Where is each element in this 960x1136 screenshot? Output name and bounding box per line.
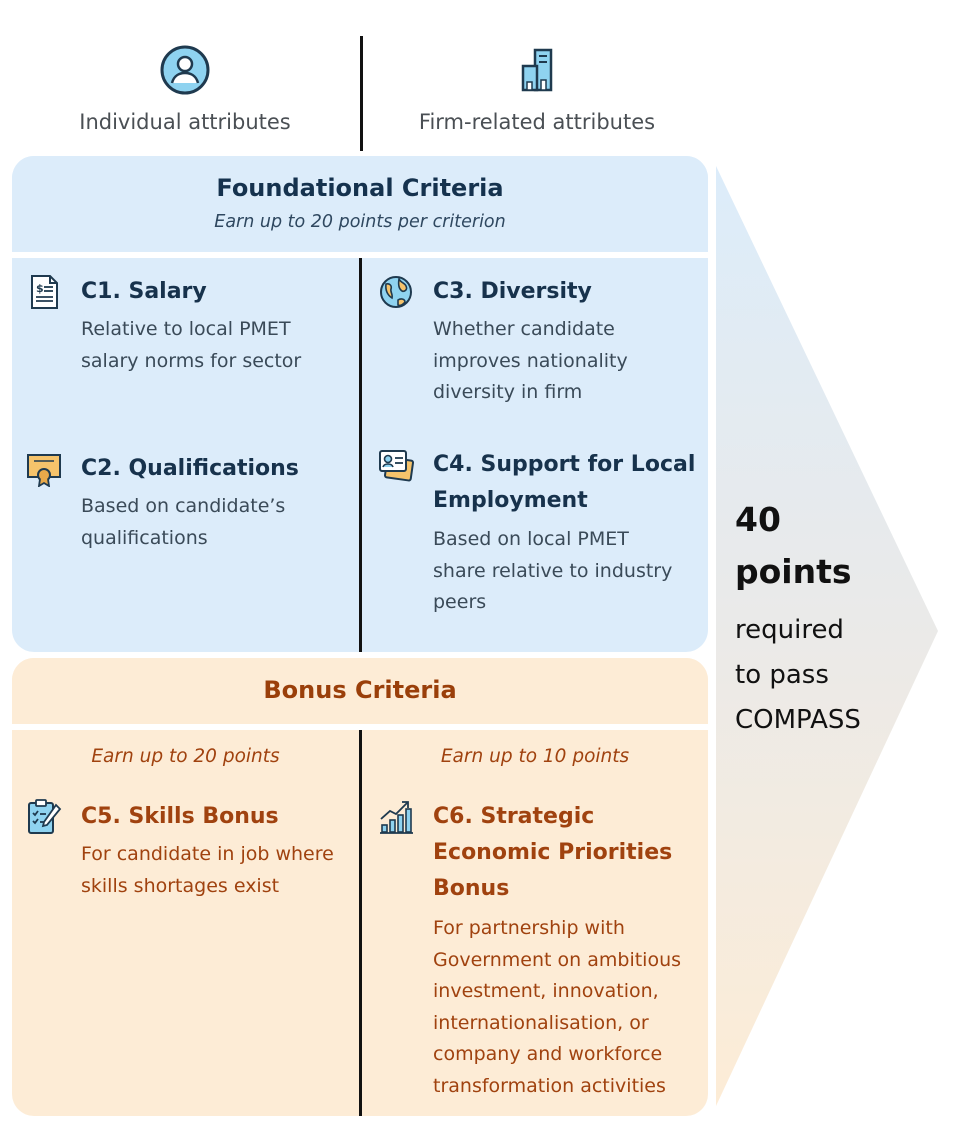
firm-attributes-label: Firm-related attributes <box>418 110 656 134</box>
salary-document-icon: $ <box>31 275 58 309</box>
criterion-c6: C6. Strategic Economic Priorities Bonus … <box>378 799 703 1104</box>
bonus-title: Bonus Criteria <box>263 676 457 704</box>
foundational-column-divider <box>359 258 362 652</box>
firm-attributes-header: Firm-related attributes <box>362 0 712 150</box>
criterion-c2: C2. Qualifications Based on candidate’s … <box>26 451 346 571</box>
c6-desc-line: company and workforce <box>433 1043 663 1065</box>
criterion-c5: C5. Skills Bonus For candidate in job wh… <box>26 799 351 919</box>
c6-title-line: Bonus <box>433 876 510 901</box>
foundational-subtitle: Earn up to 20 points per criterion <box>214 212 506 232</box>
c5-desc-line: skills shortages exist <box>81 874 280 897</box>
c6-desc-line: For partnership with <box>433 917 625 939</box>
c2-description: Based on candidate’s qualifications <box>81 491 285 554</box>
c1-title: C1. Salary <box>81 279 207 304</box>
pass-points-number: 40 <box>735 500 781 539</box>
checklist-icon <box>28 799 62 834</box>
bonus-column-divider <box>359 730 362 1116</box>
c6-earn-note: Earn up to 10 points <box>440 746 630 767</box>
c3-title: C3. Diversity <box>433 279 592 304</box>
c5-title: C5. Skills Bonus <box>81 804 279 829</box>
c2-desc-line: Based on candidate’s <box>81 495 286 517</box>
c3-desc-line: Whether candidate <box>433 318 615 340</box>
c6-desc-line: internationalisation, or <box>433 1011 649 1034</box>
c4-desc-line: peers <box>433 591 487 613</box>
svg-text:$: $ <box>36 282 44 295</box>
individual-attributes-label: Individual attributes <box>79 110 291 134</box>
c3-desc-line: diversity in firm <box>433 381 583 403</box>
c6-desc-line: transformation activities <box>433 1074 666 1097</box>
c6-title-line: Economic Priorities <box>433 840 673 865</box>
individual-attributes-header: Individual attributes <box>10 0 360 150</box>
header-divider <box>360 36 363 151</box>
c6-title-line: C6. Strategic <box>433 804 595 829</box>
c5-description: For candidate in job where skills shorta… <box>81 839 334 902</box>
c2-title: C2. Qualifications <box>81 456 299 481</box>
bonus-criteria-panel: Bonus Criteria Earn up to 20 points Earn… <box>12 658 708 1116</box>
c4-title-line: C4. Support for Local <box>433 452 696 477</box>
c1-description: Relative to local PMET salary norms for … <box>81 314 301 377</box>
c4-desc-line: share relative to industry <box>433 559 673 582</box>
person-icon <box>160 45 210 95</box>
pass-points-unit: points <box>735 552 852 591</box>
c6-title: C6. Strategic Economic Priorities Bonus <box>433 799 672 907</box>
growth-chart-icon <box>380 801 413 834</box>
c5-desc-line: For candidate in job where <box>81 843 334 865</box>
criterion-c3: C3. Diversity Whether candidate improves… <box>378 274 698 424</box>
globe-icon <box>380 276 412 308</box>
bonus-separator <box>12 724 708 730</box>
c6-desc-line: Government on ambitious <box>433 948 682 971</box>
foundational-header: Foundational Criteria Earn up to 20 poin… <box>12 156 708 252</box>
criterion-c4: C4. Support for Local Employment Based o… <box>378 447 698 647</box>
pass-text-line: required <box>735 615 844 645</box>
c4-desc-line: Based on local PMET <box>433 528 629 550</box>
c1-desc-line: Relative to local PMET <box>81 318 291 340</box>
c6-description: For partnership with Government on ambit… <box>433 913 681 1102</box>
c5-earn-note: Earn up to 20 points <box>91 746 280 767</box>
foundational-criteria-panel: Foundational Criteria Earn up to 20 poin… <box>12 156 708 652</box>
id-cards-icon <box>379 450 414 482</box>
c3-description: Whether candidate improves nationality d… <box>433 314 628 409</box>
pass-text-line: to pass <box>735 660 829 690</box>
c4-description: Based on local PMET share relative to in… <box>433 524 672 619</box>
c3-desc-line: improves nationality <box>433 349 628 372</box>
foundational-separator <box>12 252 708 258</box>
pass-text-line: COMPASS <box>735 705 861 735</box>
pass-requirement-text: required to pass COMPASS <box>735 608 925 743</box>
certificate-icon <box>27 454 61 487</box>
c2-desc-line: qualifications <box>81 526 208 549</box>
buildings-icon <box>521 48 553 92</box>
bonus-header: Bonus Criteria <box>12 658 708 724</box>
c4-title: C4. Support for Local Employment <box>433 447 695 519</box>
criterion-c1: $ C1. Salary Relative to local PMET sala… <box>26 274 346 394</box>
c6-desc-line: investment, innovation, <box>433 980 659 1002</box>
c1-desc-line: salary norms for sector <box>81 349 302 372</box>
c4-title-line: Employment <box>433 488 588 513</box>
pass-arrow-shape <box>716 166 938 1106</box>
foundational-title: Foundational Criteria <box>216 174 504 202</box>
